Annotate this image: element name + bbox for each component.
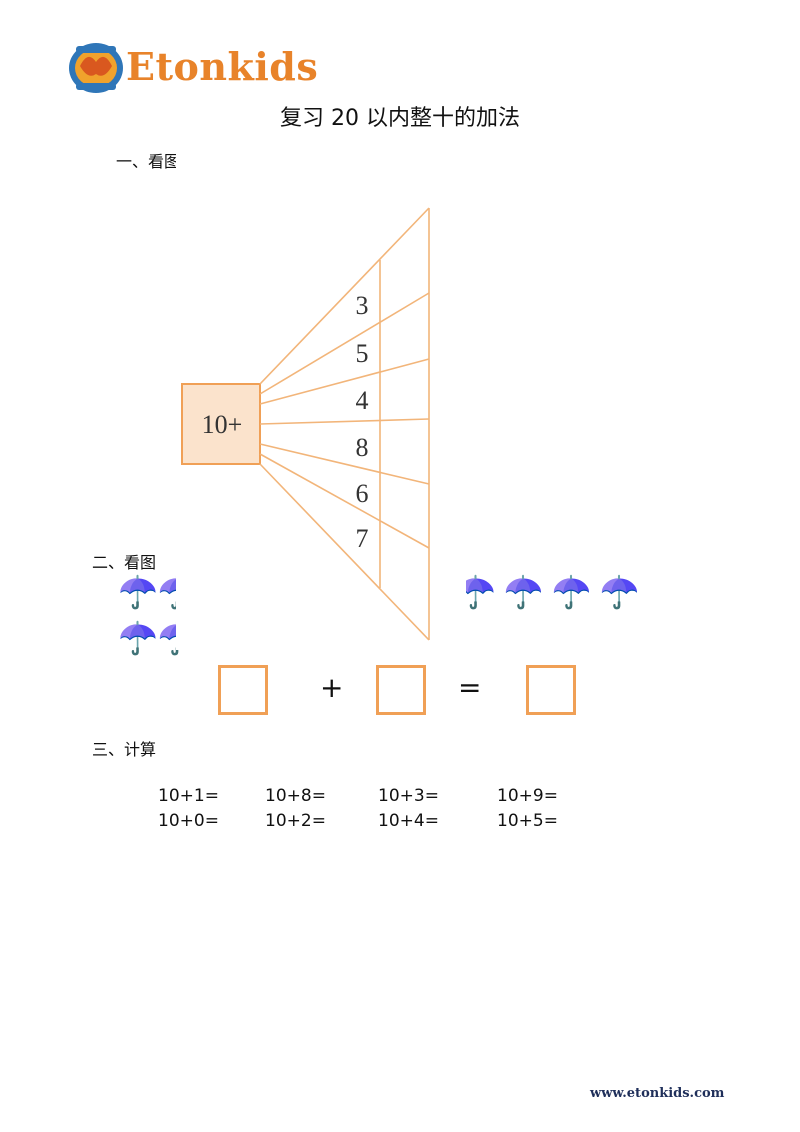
page-title: 复习 20 以内整十的加法: [280, 106, 520, 131]
problem: 10+2=: [265, 811, 326, 831]
umbrella-icon: ☂️: [118, 619, 158, 657]
fan-diagram-svg: 10+ 3 5 4 8 6 7: [181, 207, 430, 641]
fan-number: 4: [356, 386, 369, 415]
fan-line: [259, 418, 430, 425]
brand-logo: [66, 40, 316, 96]
umbrella-icon: ☂️: [503, 573, 544, 611]
section-3-heading: 三、计算: [92, 740, 157, 759]
problem: 10+5=: [497, 811, 558, 831]
problem: 10+8=: [265, 786, 326, 806]
problem: 10+9=: [497, 786, 558, 806]
brand-name: Etonkids: [126, 44, 319, 89]
fan-line: [259, 443, 430, 485]
problem: 10+3=: [378, 786, 439, 806]
center-label: 10+: [202, 410, 243, 439]
footer-url: www.etonkids.com: [590, 1086, 725, 1101]
fan-number: 7: [356, 524, 369, 553]
answer-box[interactable]: [526, 665, 576, 715]
problem: 10+1=: [158, 786, 219, 806]
umbrella-row-1-right: ☂️☂️☂️☂️: [456, 576, 639, 608]
fan-number: 6: [356, 479, 369, 508]
equals-sign: =: [458, 671, 482, 704]
answer-box[interactable]: [376, 665, 426, 715]
fan-line: [259, 358, 430, 405]
fan-line: [259, 292, 430, 395]
umbrella-icon: ☂️: [118, 573, 158, 611]
fan-line: [259, 207, 430, 385]
crest-icon: [69, 43, 123, 93]
problem: 10+0=: [158, 811, 219, 831]
answer-box[interactable]: [218, 665, 268, 715]
center-box: [181, 383, 261, 465]
fan-line: [259, 453, 430, 549]
fan-line: [259, 463, 430, 641]
problem: 10+4=: [378, 811, 439, 831]
fan-diagram: 10+ 3 5 4 8 6 7: [176, 130, 466, 650]
umbrella-icon: ☂️: [551, 573, 592, 611]
fan-number: 5: [356, 339, 369, 368]
plus-sign: +: [320, 671, 344, 704]
fan-number: 8: [356, 433, 369, 462]
section-2-heading: 二、看图: [92, 553, 157, 572]
umbrella-icon: ☂️: [599, 573, 640, 611]
fan-number: 3: [356, 291, 369, 320]
